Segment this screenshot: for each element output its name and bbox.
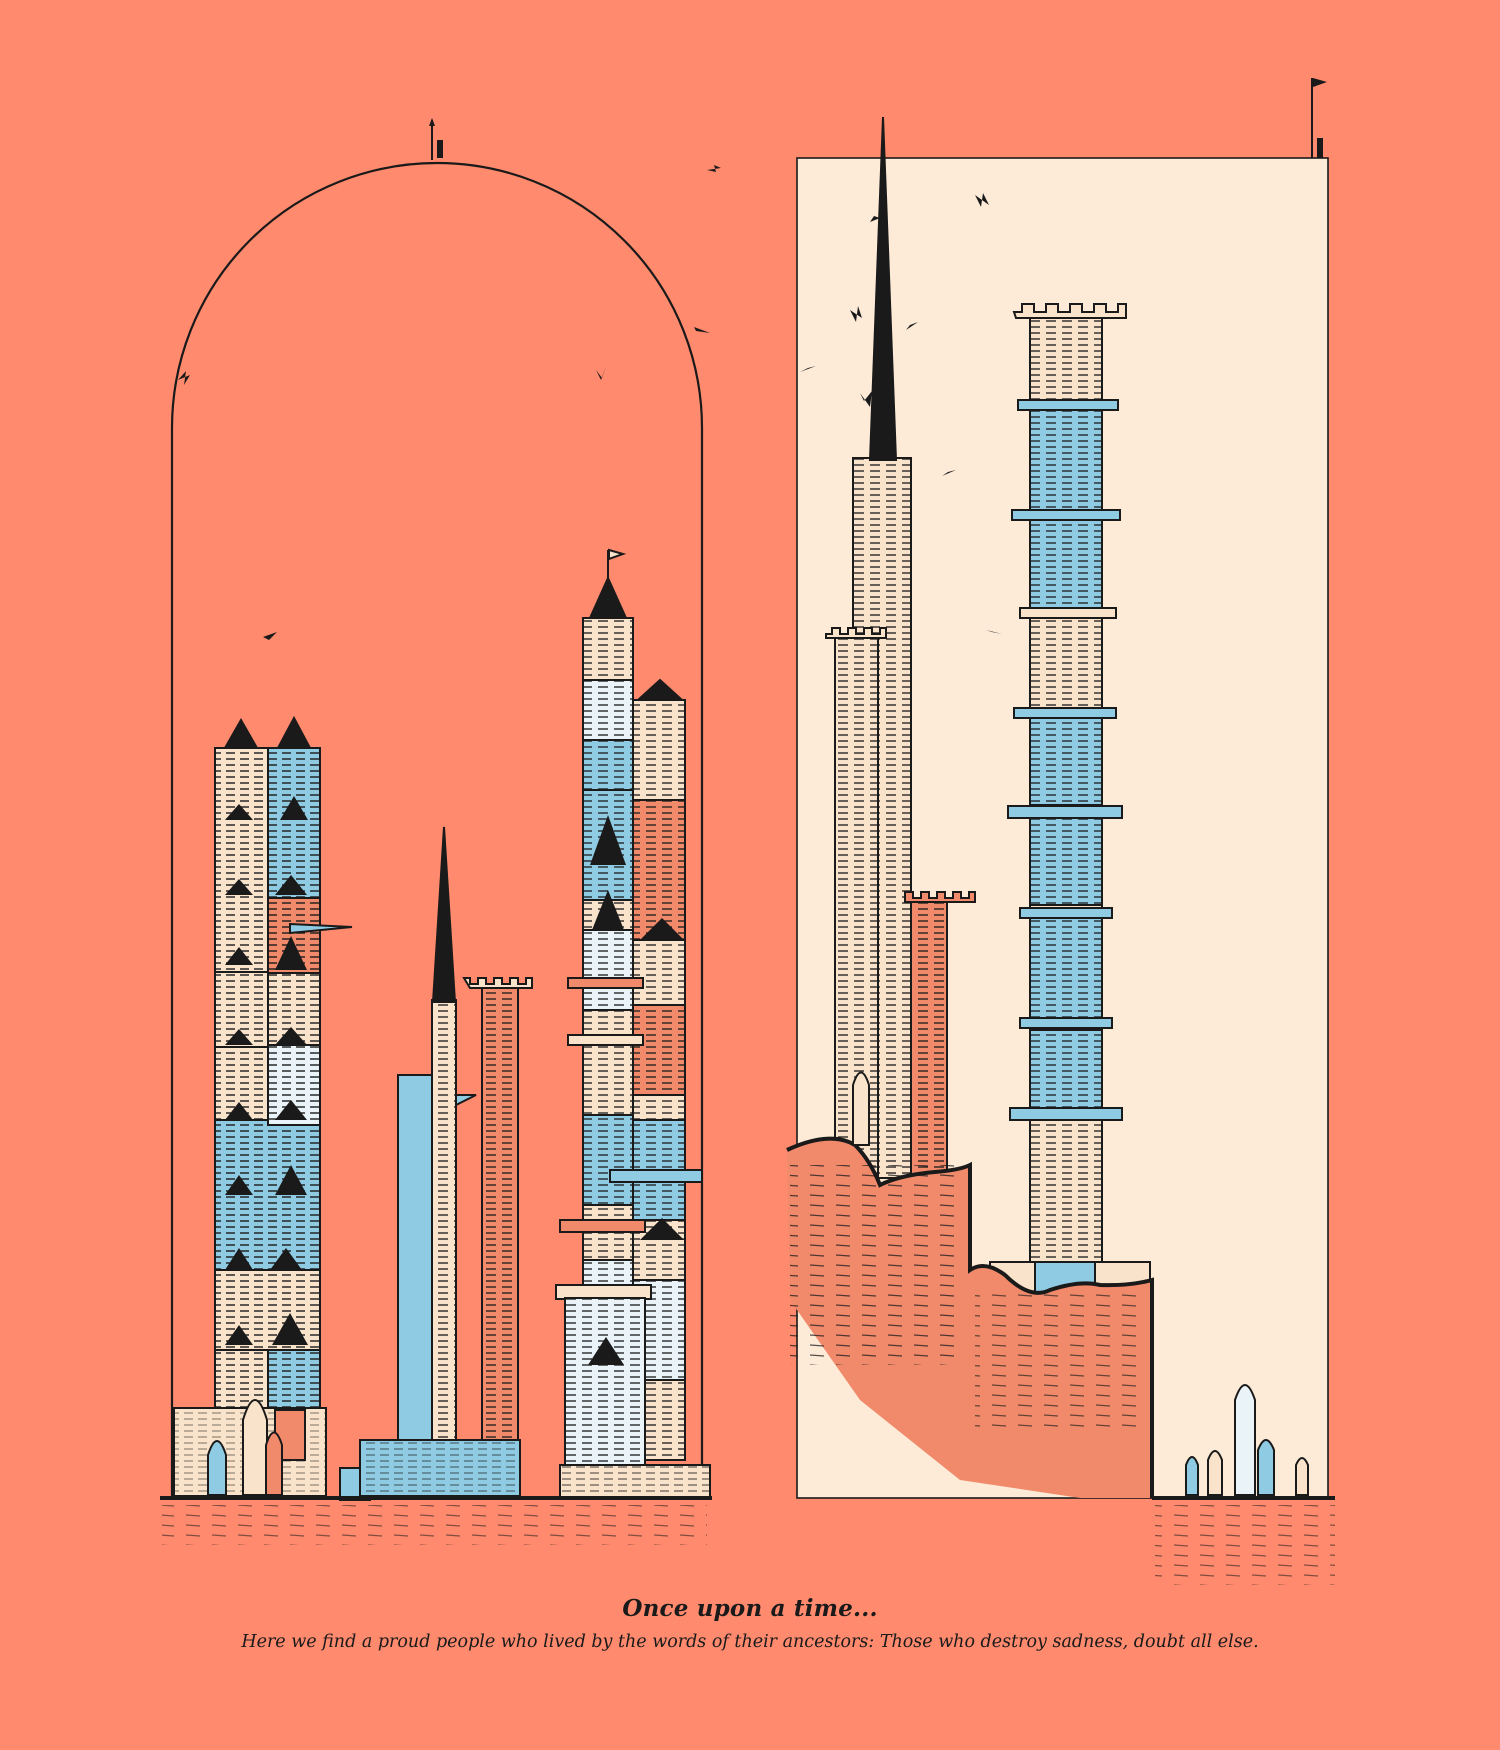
castle-cluster <box>555 548 711 1498</box>
twin-tower <box>214 715 321 1409</box>
cliff-texture <box>790 1165 960 1365</box>
storybook-illustration <box>160 78 1335 1585</box>
story-body: Here we find a proud people who lived by… <box>241 1632 1259 1652</box>
story-title: Once upon a time... <box>622 1595 878 1622</box>
flag-icon <box>1311 78 1327 158</box>
tower-ornaments <box>225 796 308 1345</box>
tree-icon <box>852 1071 1309 1496</box>
tree-icon <box>207 1399 283 1496</box>
castle-spikes <box>588 815 684 1365</box>
cliff-texture-lower <box>975 1290 1145 1430</box>
story-caption: Once upon a time... Here we find a proud… <box>0 1595 1500 1656</box>
panel-blue-tower <box>989 303 1151 1293</box>
arch-frame <box>170 161 704 1500</box>
ground-texture-left <box>162 1505 707 1545</box>
bird-icon <box>178 165 1045 735</box>
ground-texture-right <box>1155 1505 1335 1585</box>
arch-top-figure <box>429 118 443 160</box>
central-spire-tower <box>359 826 533 1497</box>
tower-pennant <box>289 922 353 935</box>
cliff-outline <box>786 1136 1154 1498</box>
